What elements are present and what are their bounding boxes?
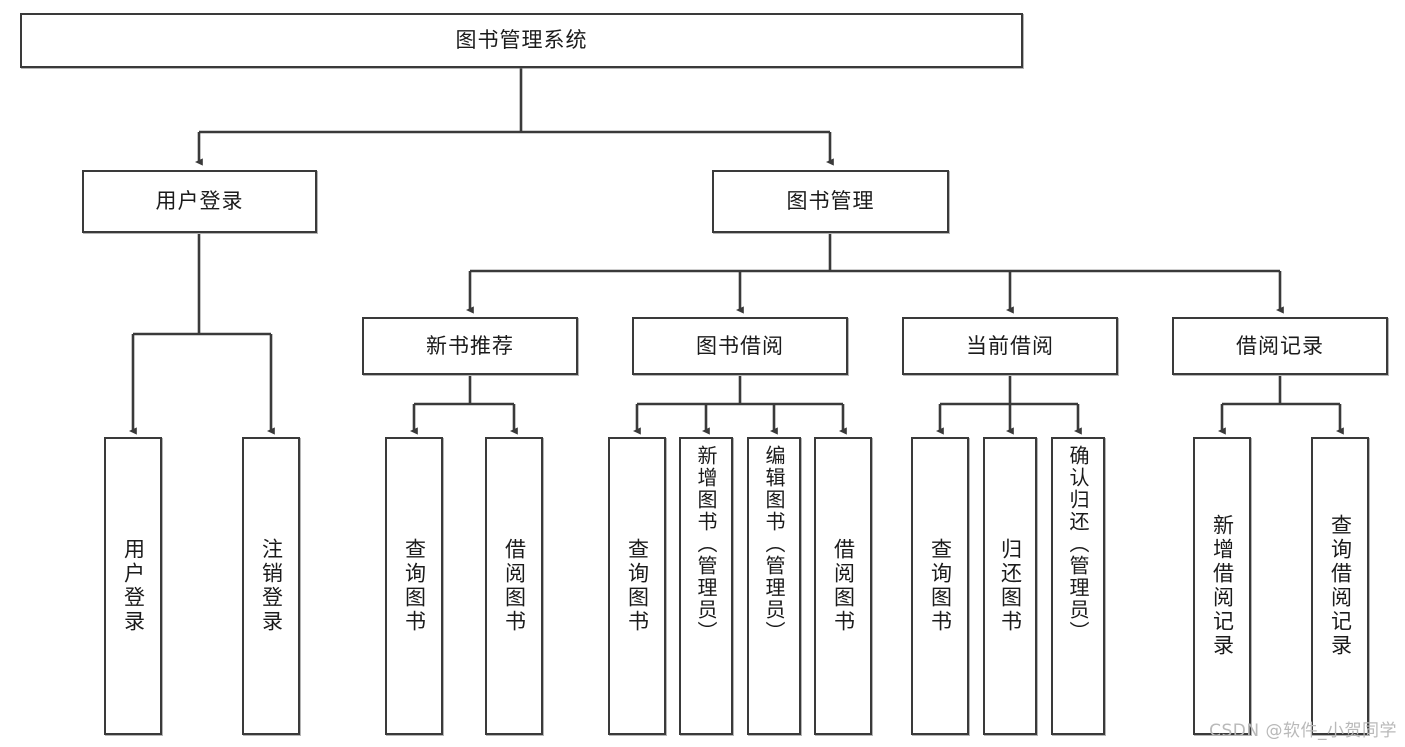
leaf-query-book-3[interactable]: 查询图书 <box>911 437 969 735</box>
node-user-login[interactable]: 用户登录 <box>82 170 317 233</box>
leaf-borrow-book-1-label: 借阅图书 <box>502 538 527 634</box>
leaf-borrow-book-2-label: 借阅图书 <box>831 538 856 634</box>
node-new-book-recommend[interactable]: 新书推荐 <box>362 317 578 375</box>
leaf-add-borrow-record[interactable]: 新增借阅记录 <box>1193 437 1251 735</box>
node-book-manage-label: 图书管理 <box>786 189 875 214</box>
node-new-book-recommend-label: 新书推荐 <box>426 333 514 358</box>
node-book-borrow[interactable]: 图书借阅 <box>632 317 848 375</box>
leaf-add-borrow-record-label: 新增借阅记录 <box>1210 514 1235 658</box>
node-root[interactable]: 图书管理系统 <box>20 13 1023 68</box>
leaf-query-borrow-record-label: 查询借阅记录 <box>1328 514 1353 658</box>
leaf-confirm-return-admin[interactable]: 确认归还（管理员） <box>1051 437 1105 735</box>
leaf-add-book-admin[interactable]: 新增图书（管理员） <box>679 437 733 735</box>
leaf-add-book-admin-label: 新增图书（管理员） <box>694 445 718 643</box>
leaf-user-logout[interactable]: 注销登录 <box>242 437 300 735</box>
leaf-confirm-return-admin-label: 确认归还（管理员） <box>1066 445 1090 643</box>
leaf-query-book-3-label: 查询图书 <box>928 538 953 634</box>
node-current-borrow-label: 当前借阅 <box>966 333 1054 358</box>
leaf-user-login[interactable]: 用户登录 <box>104 437 162 735</box>
node-book-borrow-label: 图书借阅 <box>696 333 784 358</box>
node-current-borrow[interactable]: 当前借阅 <box>902 317 1118 375</box>
leaf-edit-book-admin[interactable]: 编辑图书（管理员） <box>747 437 801 735</box>
csdn-watermark: CSDN @软件_小贺同学 <box>1209 721 1397 741</box>
leaf-query-book-1[interactable]: 查询图书 <box>385 437 443 735</box>
leaf-user-login-label: 用户登录 <box>121 538 146 634</box>
node-borrow-record[interactable]: 借阅记录 <box>1172 317 1388 375</box>
leaf-query-borrow-record[interactable]: 查询借阅记录 <box>1311 437 1369 735</box>
node-root-label: 图书管理系统 <box>455 28 588 53</box>
leaf-return-book[interactable]: 归还图书 <box>983 437 1037 735</box>
leaf-query-book-2[interactable]: 查询图书 <box>608 437 666 735</box>
leaf-user-logout-label: 注销登录 <box>259 538 284 634</box>
leaf-query-book-1-label: 查询图书 <box>402 538 427 634</box>
leaf-borrow-book-2[interactable]: 借阅图书 <box>814 437 872 735</box>
node-user-login-label: 用户登录 <box>155 189 244 214</box>
node-book-manage[interactable]: 图书管理 <box>712 170 949 233</box>
leaf-return-book-label: 归还图书 <box>998 538 1023 634</box>
leaf-query-book-2-label: 查询图书 <box>625 538 650 634</box>
node-borrow-record-label: 借阅记录 <box>1236 333 1324 358</box>
leaf-edit-book-admin-label: 编辑图书（管理员） <box>762 445 786 643</box>
leaf-borrow-book-1[interactable]: 借阅图书 <box>485 437 543 735</box>
